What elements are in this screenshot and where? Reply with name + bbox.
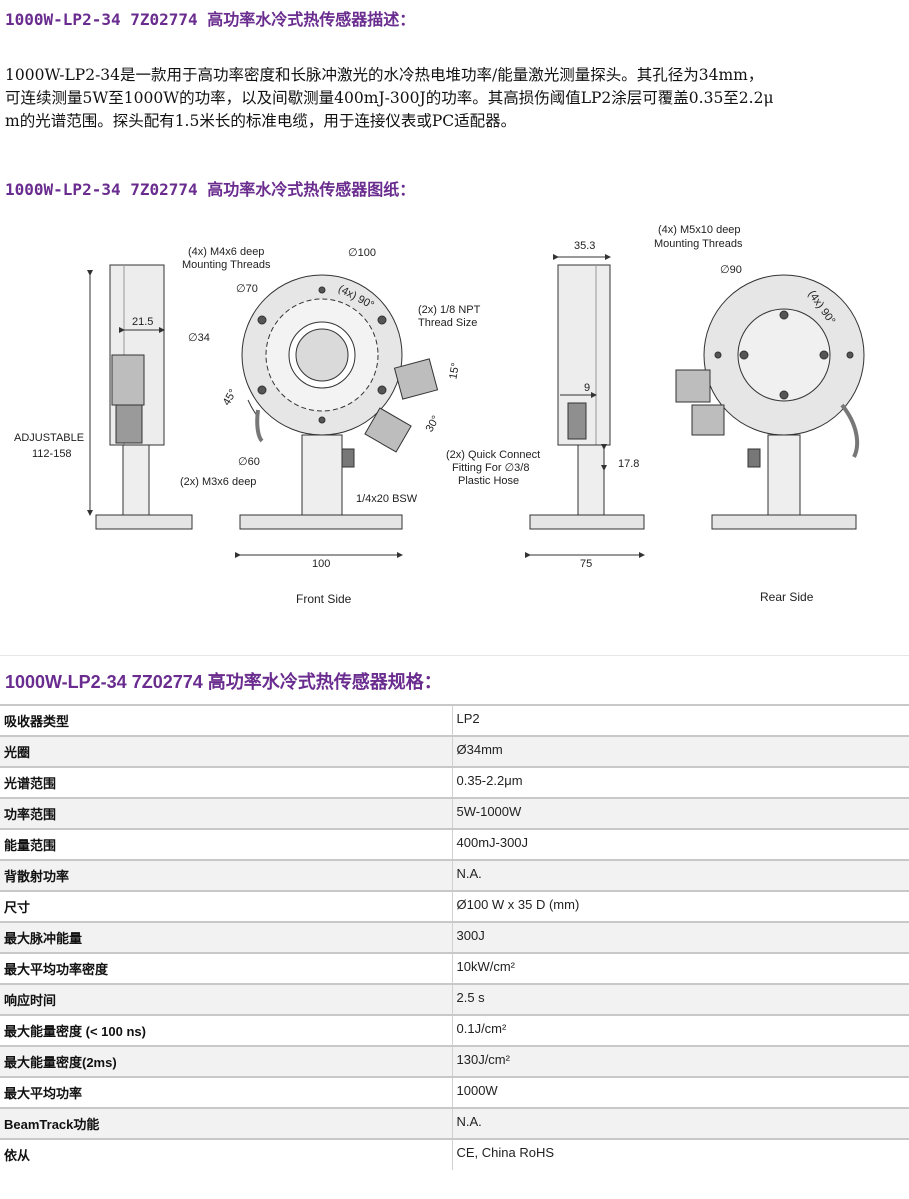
description-line: m的光谱范围。探头配有1.5米长的标准电缆，用于连接仪表或PC适配器。 bbox=[5, 112, 517, 130]
side-base bbox=[95, 514, 193, 530]
label-d100: ∅100 bbox=[348, 247, 376, 259]
label-75: 75 bbox=[580, 558, 592, 570]
spec-key: 光谱范围 bbox=[0, 766, 453, 798]
label-m5: (4x) M5x10 deep bbox=[658, 224, 741, 236]
spec-key: 最大脉冲能量 bbox=[0, 921, 453, 953]
spec-key: 功率范围 bbox=[0, 797, 453, 829]
drawing-heading: 1000W-LP2-34 7Z02774 高功率水冷式热传感器图纸： bbox=[5, 180, 416, 199]
label-qc2: Fitting For ∅3/8 bbox=[452, 462, 529, 474]
spec-key: 依从 bbox=[0, 1138, 453, 1170]
label-mounting-threads: Mounting Threads bbox=[182, 259, 271, 271]
description-text: 1000W-LP2-34是一款用于高功率密度和长脉冲激光的水冷热电堆功率/能量激… bbox=[5, 64, 905, 133]
spec-key: 最大能量密度 (< 100 ns) bbox=[0, 1014, 453, 1046]
mid-base bbox=[529, 514, 645, 530]
spec-key: 最大平均功率 bbox=[0, 1076, 453, 1108]
label-qc1: (2x) Quick Connect bbox=[446, 449, 540, 461]
front-post bbox=[301, 434, 343, 516]
rear-post bbox=[767, 434, 801, 516]
label-qc3: Plastic Hose bbox=[458, 475, 519, 487]
label-mounting-threads-rear: Mounting Threads bbox=[654, 238, 743, 250]
spec-value: N.A. bbox=[452, 859, 909, 891]
spec-key: BeamTrack功能 bbox=[0, 1107, 453, 1139]
spec-value: 10kW/cm² bbox=[452, 952, 909, 984]
spec-key: 背散射功率 bbox=[0, 859, 453, 891]
spec-section: 1000W-LP2-34 7Z02774 高功率水冷式热传感器规格： 吸收器类型… bbox=[0, 655, 909, 1170]
label-d60: ∅60 bbox=[238, 456, 260, 468]
label-d70: ∅70 bbox=[236, 283, 258, 295]
spec-heading: 1000W-LP2-34 7Z02774 高功率水冷式热传感器规格： bbox=[0, 655, 909, 704]
label-d90: ∅90 bbox=[720, 264, 742, 276]
spec-value: CE, China RoHS bbox=[452, 1138, 909, 1170]
technical-drawing-svg: (4x) M4x6 deep Mounting Threads ∅100 ∅70… bbox=[14, 224, 865, 606]
label-adjustable: ADJUSTABLE bbox=[14, 432, 84, 444]
spec-key: 能量范围 bbox=[0, 828, 453, 860]
label-100: 100 bbox=[312, 558, 330, 570]
spec-value: 130J/cm² bbox=[452, 1045, 909, 1077]
spec-value: 2.5 s bbox=[452, 983, 909, 1015]
spec-key: 响应时间 bbox=[0, 983, 453, 1015]
spec-value: 5W-1000W bbox=[452, 797, 909, 829]
side-post bbox=[122, 444, 150, 516]
technical-drawing: (4x) M4x6 deep Mounting Threads ∅100 ∅70… bbox=[0, 205, 909, 625]
description-line: 1000W-LP2-34是一款用于高功率密度和长脉冲激光的水冷热电堆功率/能量激… bbox=[5, 66, 764, 84]
label-45: 45° bbox=[221, 387, 240, 407]
label-21-5: 21.5 bbox=[132, 316, 153, 328]
label-30: 30° bbox=[424, 414, 443, 434]
spec-value: 1000W bbox=[452, 1076, 909, 1108]
label-m3: (2x) M3x6 deep bbox=[180, 476, 256, 488]
label-adj-range: 112-158 bbox=[32, 448, 72, 460]
description-line: 可连续测量5W至1000W的功率，以及间歇测量400mJ-300J的功率。其高损… bbox=[5, 89, 774, 107]
spec-value: N.A. bbox=[452, 1107, 909, 1139]
spec-row: 最大能量密度 (< 100 ns)0.1J/cm² bbox=[0, 1014, 909, 1046]
label-npt2: Thread Size bbox=[418, 317, 477, 329]
spec-value: 0.35-2.2μm bbox=[452, 766, 909, 798]
spec-value: Ø34mm bbox=[452, 735, 909, 767]
label-rear-side: Rear Side bbox=[760, 590, 814, 604]
label-17-8: 17.8 bbox=[618, 458, 639, 470]
rear-base bbox=[711, 514, 857, 530]
mid-post bbox=[577, 444, 605, 516]
spec-value: 300J bbox=[452, 921, 909, 953]
spec-key: 尺寸 bbox=[0, 890, 453, 922]
label-d34: ∅34 bbox=[188, 332, 210, 344]
spec-key: 最大平均功率密度 bbox=[0, 952, 453, 984]
label-35-3: 35.3 bbox=[574, 240, 595, 252]
spec-value: LP2 bbox=[452, 704, 909, 736]
spec-value: 400mJ-300J bbox=[452, 828, 909, 860]
label-m4: (4x) M4x6 deep bbox=[188, 246, 264, 258]
spec-row: 最大能量密度(2ms)130J/cm² bbox=[0, 1045, 909, 1077]
spec-key: 吸收器类型 bbox=[0, 704, 453, 736]
front-base bbox=[239, 514, 403, 530]
side-fitting-lower bbox=[115, 404, 143, 444]
side-fitting bbox=[111, 354, 145, 406]
label-front-side: Front Side bbox=[296, 592, 352, 606]
spec-value: Ø100 W x 35 D (mm) bbox=[452, 890, 909, 922]
label-15: 15° bbox=[447, 362, 462, 380]
label-npt1: (2x) 1/8 NPT bbox=[418, 304, 481, 316]
spec-key: 光圈 bbox=[0, 735, 453, 767]
spec-key: 最大能量密度(2ms) bbox=[0, 1045, 453, 1077]
label-9: 9 bbox=[584, 382, 590, 394]
description-heading: 1000W-LP2-34 7Z02774 高功率水冷式热传感器描述： bbox=[5, 10, 416, 29]
label-bsw: 1/4x20 BSW bbox=[356, 493, 418, 505]
spec-value: 0.1J/cm² bbox=[452, 1014, 909, 1046]
